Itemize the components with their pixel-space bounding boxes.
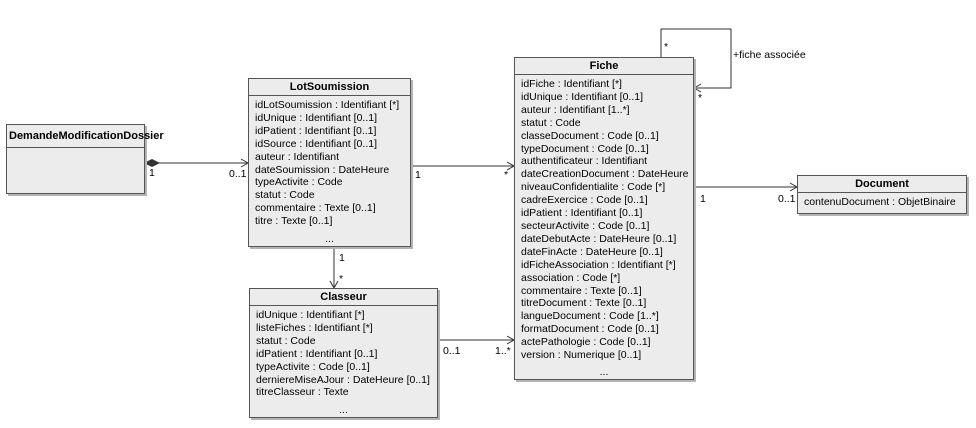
attribute: idSource : Identifiant [0..1] (255, 137, 377, 150)
attribute: dateCreationDocument : DateHeure (521, 168, 689, 181)
class-name: DemandeModificationDossier (7, 125, 164, 148)
multiplicity-lot-fiche-target: * (504, 169, 509, 181)
attribute: typeActivite : Code (255, 176, 343, 189)
attribute: titreClasseur : Texte (256, 386, 349, 399)
attribute: niveauConfidentialite : Code [*] (521, 181, 666, 194)
attribute-ellipsis: ... (325, 233, 334, 245)
attribute: typeActivite : Code [0..1] (256, 360, 370, 373)
attribute: derniereMiseAJour : DateHeure [0..1] (256, 373, 430, 386)
class-fiche[interactable]: Fiche idFiche : Identifiant [*] idUnique… (514, 57, 694, 380)
multiplicity-demande-lot-target: 0..1 (229, 168, 247, 180)
attribute: statut : Code (255, 189, 315, 202)
attribute: idUnique : Identifiant [*] (256, 309, 365, 321)
attribute: secteurActivite : Code [0..1] (521, 219, 650, 232)
arrow-head (692, 83, 702, 93)
class-document[interactable]: Document contenuDocument : ObjetBinaire (797, 175, 967, 214)
attribute: commentaire : Texte [0..1] (255, 202, 376, 215)
multiplicity-fiche-document-source: 1 (700, 193, 706, 205)
attribute: auteur : Identifiant (255, 150, 340, 163)
attribute: idPatient : Identifiant [0..1] (521, 207, 643, 220)
attribute-list: idLotSoumission : Identifiant [*] idUniq… (249, 96, 410, 228)
attribute: association : Code [*] (521, 271, 621, 284)
attribute: auteur : Identifiant [1..*] (521, 103, 630, 116)
attribute: idPatient : Identifiant [0..1] (256, 347, 378, 360)
attribute: classeDocument : Code [0..1] (521, 129, 659, 142)
multiplicity-classeur-fiche-target: 1..* (495, 345, 511, 357)
attribute-list: idFiche : Identifiant [*] idUnique : Ide… (515, 75, 693, 362)
attribute: idUnique : Identifiant [0..1] (521, 90, 643, 103)
attribute: titre : Texte [0..1] (255, 215, 333, 228)
attribute-ellipsis: ... (339, 404, 348, 416)
class-name: Classeur (250, 289, 437, 306)
attribute: idPatient : Identifiant [0..1] (255, 124, 377, 137)
attribute-list: contenuDocument : ObjetBinaire (798, 193, 966, 209)
class-name: Fiche (515, 58, 693, 75)
attribute: listeFiches : Identifiant [*] (256, 321, 373, 334)
class-name: Document (798, 176, 966, 193)
class-demande-modification-dossier[interactable]: DemandeModificationDossier (6, 124, 164, 194)
attribute: actePathologie : Code [0..1] (521, 336, 651, 349)
attribute: idUnique : Identifiant [0..1] (255, 111, 377, 124)
attribute: formatDocument : Code [0..1] (521, 323, 659, 336)
attribute: cadreExercice : Code [0..1] (521, 194, 648, 207)
multiplicity-lot-fiche-source: 1 (415, 169, 421, 181)
attribute: commentaire : Texte [0..1] (521, 284, 642, 297)
multiplicity-fiche-self-target: * (698, 92, 703, 104)
class-lot-soumission[interactable]: LotSoumission idLotSoumission : Identifi… (248, 78, 411, 247)
multiplicity-demande-lot-source: 1 (149, 167, 155, 179)
attribute: dateDebutActe : DateHeure [0..1] (521, 232, 677, 245)
multiplicity-lot-classeur-source: 1 (339, 252, 345, 264)
attribute: idFicheAssociation : Identifiant [*] (521, 258, 676, 271)
attribute: version : Numerique [0..1] (521, 349, 642, 362)
attribute: idLotSoumission : Identifiant [*] (255, 99, 400, 111)
multiplicity-classeur-fiche-source: 0..1 (443, 345, 461, 357)
attribute: dateSoumission : DateHeure (255, 163, 390, 176)
attribute: statut : Code (521, 116, 581, 129)
association-label-fiche-associee: +fiche associée (733, 49, 806, 61)
association-fiche-self (660, 28, 732, 89)
multiplicity-lot-classeur-target: * (339, 273, 344, 285)
composition-diamond (143, 158, 161, 168)
attribute: langueDocument : Code [1..*] (521, 310, 659, 323)
attribute: statut : Code (256, 334, 316, 347)
class-classeur[interactable]: Classeur idUnique : Identifiant [*] list… (249, 288, 438, 418)
attribute: titreDocument : Texte [0..1] (521, 297, 647, 310)
multiplicity-fiche-document-target: 0..1 (778, 193, 796, 205)
attribute-list: idUnique : Identifiant [*] listeFiches :… (250, 306, 437, 399)
attribute: dateFinActe : DateHeure [0..1] (521, 245, 663, 258)
attribute-ellipsis: ... (599, 366, 609, 378)
class-name: LotSoumission (249, 79, 410, 96)
attribute: contenuDocument : ObjetBinaire (804, 196, 956, 208)
attribute: idFiche : Identifiant [*] (521, 78, 622, 90)
multiplicity-fiche-self-source: * (664, 41, 669, 53)
attribute: authentificateur : Identifiant (521, 155, 648, 168)
attribute: typeDocument : Code [0..1] (521, 142, 649, 155)
